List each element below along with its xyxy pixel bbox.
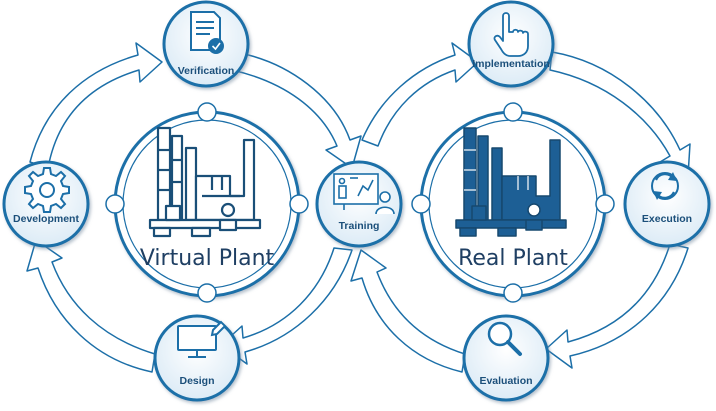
pointing-hand-icon [493, 12, 529, 57]
node-evaluation[interactable]: Evaluation [462, 314, 550, 402]
cycle-arrows-icon [651, 172, 679, 200]
ring-connector-dot [197, 102, 217, 122]
left-cycle-arrows [26, 42, 362, 373]
monitor-pen-icon [177, 320, 227, 358]
arrow-development-to-verification [29, 42, 163, 169]
node-execution-label: Execution [642, 213, 692, 225]
presentation-icon [333, 173, 395, 215]
document-check-icon [190, 11, 224, 54]
ring-connector-dot [197, 283, 217, 303]
ring-connector-dot [289, 194, 309, 214]
factory-outline-icon [148, 126, 262, 238]
factory-solid-icon [455, 127, 567, 237]
ring-connector-dot [503, 102, 523, 122]
ring-connector-dot [595, 194, 615, 214]
node-training-label: Training [339, 220, 380, 232]
node-verification-label: Verification [178, 65, 235, 77]
gear-icon [24, 167, 70, 213]
real-plant-label: Real Plant [458, 246, 568, 271]
node-design[interactable]: Design [153, 314, 241, 402]
node-implementation[interactable]: Implementation [467, 0, 555, 88]
ring-connector-dot [105, 194, 125, 214]
virtual-plant-label: Virtual Plant [140, 246, 275, 271]
arrow-evaluation-to-training [350, 249, 466, 373]
ring-connector-dot [503, 283, 523, 303]
node-design-label: Design [179, 375, 214, 387]
node-verification[interactable]: Verification [162, 0, 250, 88]
node-training[interactable]: Training [315, 160, 403, 248]
magnifier-icon [487, 321, 522, 356]
ring-connector-dot [411, 194, 431, 214]
node-execution[interactable]: Execution [623, 160, 711, 248]
node-evaluation-label: Evaluation [479, 375, 532, 387]
node-development[interactable]: Development [2, 160, 90, 248]
node-development-label: Development [13, 213, 79, 225]
node-implementation-label: Implementation [472, 58, 550, 70]
